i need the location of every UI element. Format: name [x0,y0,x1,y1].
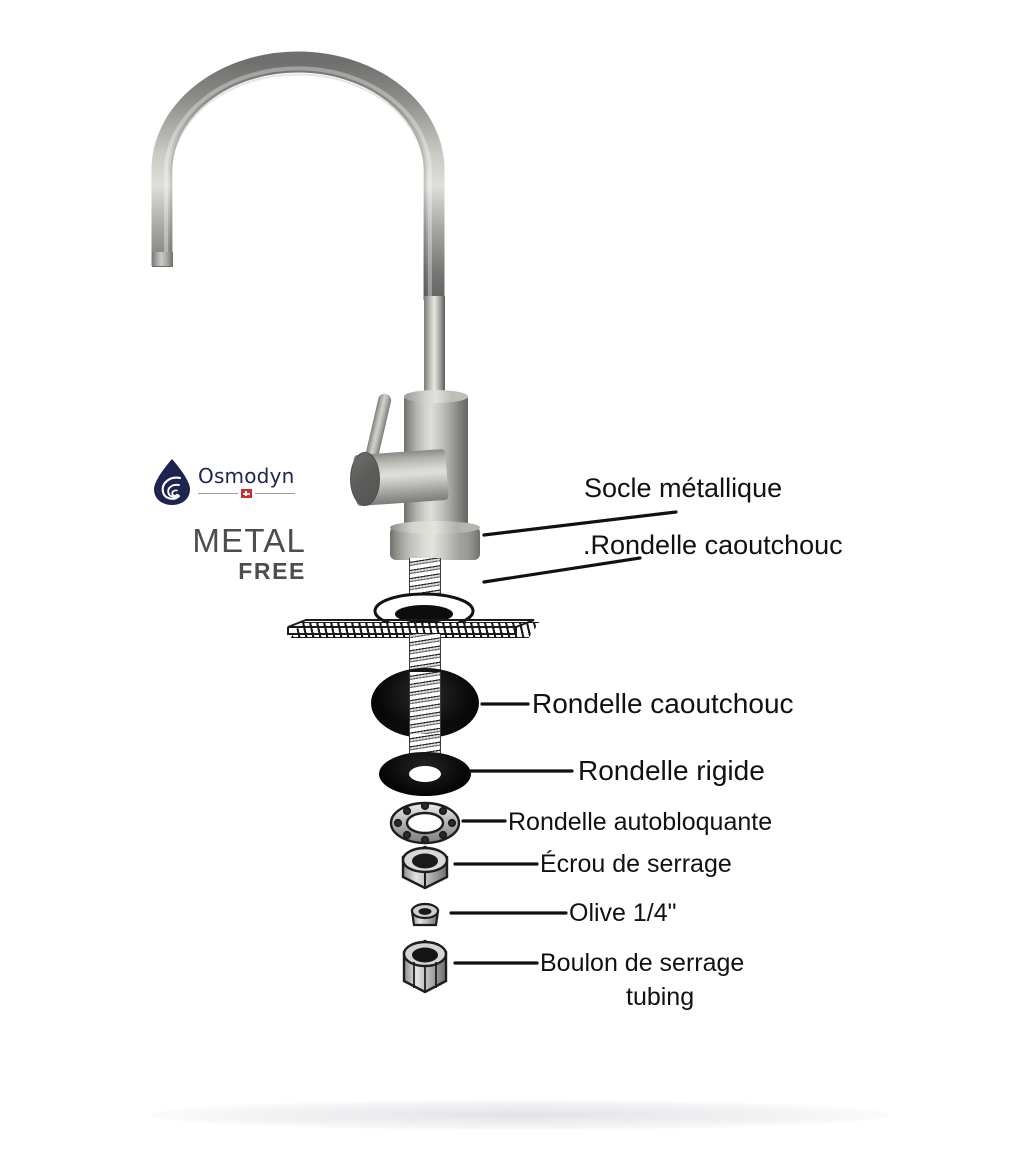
tagline-metal: METAL [192,522,306,559]
brand-name: Osmodyn [198,464,295,488]
valve-body-top [404,390,468,403]
rigid-washer-hole [409,766,441,782]
tagline-free: FREE [238,558,306,584]
handle-hub-cap [350,452,380,506]
gooseneck-shade [170,73,426,300]
riser-tube [423,296,445,398]
spout-outlet [151,252,173,267]
brand-lockup: Osmodyn [152,458,342,506]
self-locking-washer [389,801,461,845]
threaded-shank-through-rubber [409,672,441,734]
label-boulon-de-serrage: Boulon de serrage [540,949,745,977]
bottom-shadow [150,1100,890,1130]
label-socle-metallique: Socle métallique [584,473,783,503]
label-rondelle-autobloquante: Rondelle autobloquante [508,808,773,836]
leader-rondelle-caoutchouc-haut [482,556,642,584]
olive-ferrule [410,902,440,927]
water-drop-spiral-icon [154,459,190,505]
label-rondelle-caoutchouc-haut: .Rondelle caoutchouc [583,530,843,560]
gooseneck-highlight [164,66,432,300]
metal-free-tagline: METAL FREE [166,524,306,583]
label-boulon-de-serrage-line2: tubing [626,983,695,1011]
tubing-clamping-bolt [402,939,448,994]
label-rondelle-rigide: Rondelle rigide [578,755,765,786]
metal-base-flange-top [390,521,480,534]
swiss-flag-icon [240,489,252,498]
label-olive: Olive 1/4" [569,899,677,927]
label-rondelle-caoutchouc-bas: Rondelle caoutchouc [532,688,794,719]
brand-rule [198,489,295,498]
label-ecrou-de-serrage: Écrou de serrage [540,850,732,878]
hex-clamping-nut [401,845,449,890]
gooseneck-tube [151,51,445,300]
threaded-shank-upper [409,558,441,620]
